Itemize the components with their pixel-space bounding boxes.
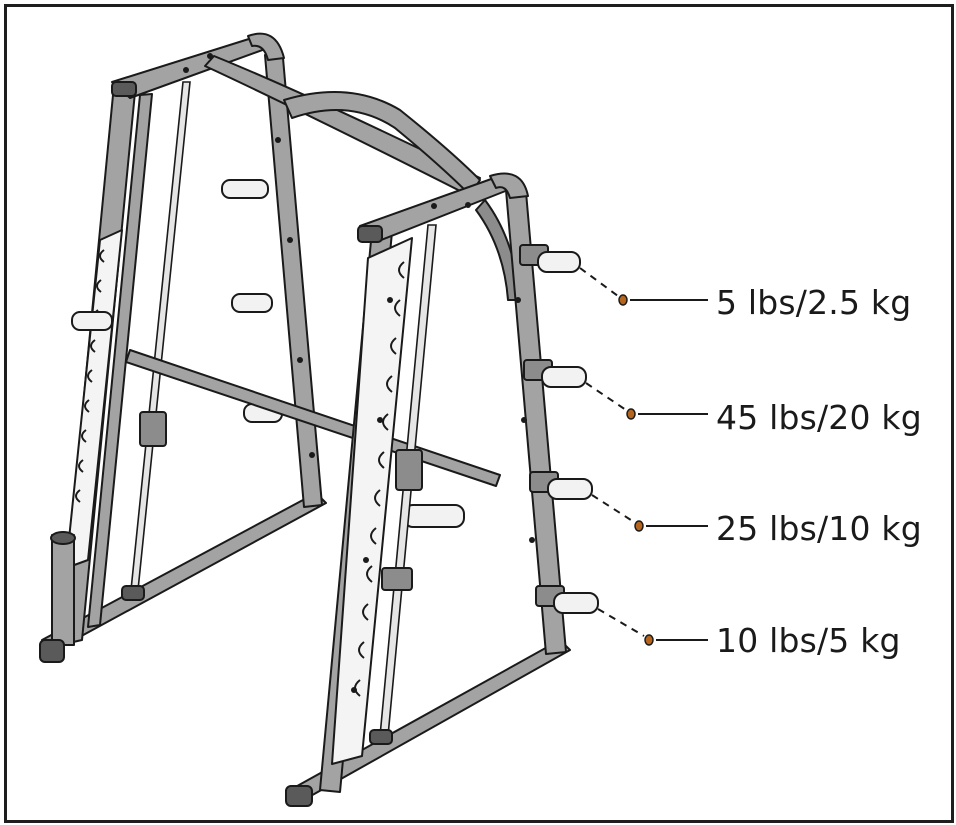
back-right-upright (264, 54, 323, 508)
label-5-lbs: 5 lbs/2.5 kg (716, 283, 912, 322)
barbell-end-sleeve (403, 504, 465, 528)
front-foot-cap (285, 785, 313, 807)
label-10-lbs: 10 lbs/5 kg (716, 621, 901, 660)
front-weight-pegs (519, 244, 599, 614)
front-top-cap (357, 225, 383, 243)
bolt-dots (183, 53, 535, 693)
front-safety-catch (381, 567, 413, 591)
label-25-lbs: 25 lbs/10 kg (716, 509, 922, 548)
back-left-rail (87, 93, 153, 628)
front-top-bend (489, 172, 529, 199)
rubber-bumper-icon (618, 294, 654, 646)
back-storage-post (51, 534, 75, 646)
back-top-cap (111, 81, 137, 97)
front-carriage (395, 449, 423, 491)
arch-brace (475, 199, 521, 301)
leader-lines (579, 267, 708, 641)
back-top-bend (247, 32, 285, 61)
back-foot-cap (39, 639, 65, 663)
back-weight-pegs (71, 179, 283, 423)
back-rod-base (121, 585, 145, 601)
back-carriage (139, 411, 167, 447)
label-45-lbs: 45 lbs/20 kg (716, 398, 922, 437)
front-rod-base (369, 729, 393, 745)
top-crossbar (204, 55, 481, 196)
front-hook-panel (331, 237, 413, 765)
back-storage-cap (50, 531, 76, 545)
